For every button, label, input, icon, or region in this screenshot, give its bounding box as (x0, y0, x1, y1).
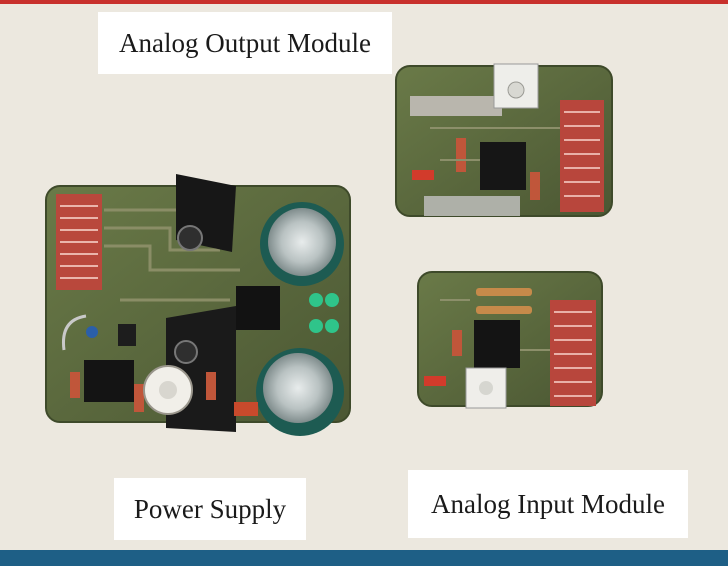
analog-input-module-label: Analog Input Module (408, 470, 688, 538)
power-supply-label: Power Supply (114, 478, 306, 540)
bottom-blue-bar (0, 550, 728, 566)
power-supply-board (45, 174, 351, 436)
top-red-stripe (0, 0, 728, 4)
analog-output-module-label: Analog Output Module (98, 12, 392, 74)
analog-input-module-board (417, 271, 603, 409)
analog-output-module-board (395, 63, 613, 217)
